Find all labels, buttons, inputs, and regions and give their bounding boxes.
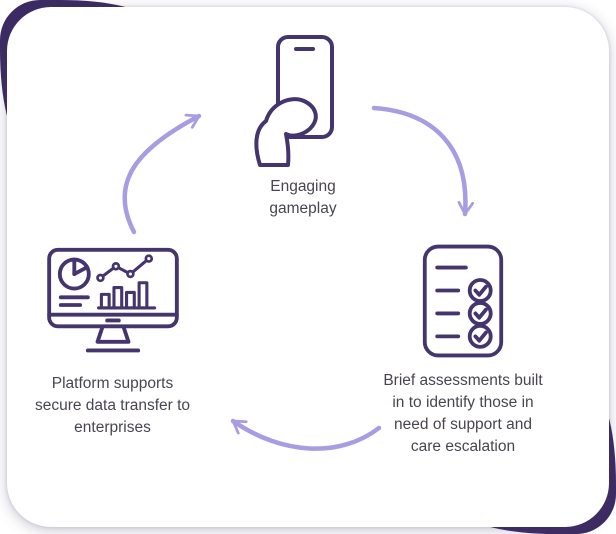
- arrow-platform-to-gameplay: [122, 113, 202, 235]
- check-circle-3: [467, 323, 493, 349]
- card: [7, 7, 609, 527]
- bar-4: [137, 281, 148, 310]
- bar-1: [99, 292, 111, 310]
- monitor-analytics-icon: [46, 247, 179, 353]
- check-circle-1: [467, 278, 493, 303]
- monitor-screen: [46, 247, 179, 329]
- node-platform: Platform supports secure data transfer t…: [10, 246, 215, 439]
- node-label-assessments: Brief assessments built in to identify t…: [383, 372, 543, 455]
- checklist-icon: [422, 244, 504, 358]
- checklist-board: [422, 244, 504, 358]
- trend-dot-2: [111, 262, 120, 271]
- arrow-gameplay-to-assessments: [371, 105, 475, 217]
- holding-hand: [253, 97, 318, 167]
- check-mark-1: [473, 284, 488, 297]
- trend-dot-1: [95, 273, 105, 283]
- check-mark-2: [473, 307, 488, 320]
- check-circle-2: [467, 301, 493, 326]
- node-engaging-gameplay: Engaging gameplay: [213, 32, 393, 220]
- phone-body: [275, 35, 334, 139]
- bar-3: [124, 290, 136, 310]
- phone-in-hand-icon: [253, 35, 334, 167]
- trend-dot-4: [144, 254, 153, 263]
- pie-slice-line-2: [71, 265, 89, 276]
- node-label-engaging-gameplay: Engaging gameplay: [269, 178, 337, 217]
- arrow-assessments-to-platform: [230, 418, 382, 451]
- trend-dot-3: [125, 269, 135, 279]
- trend-line: [98, 257, 150, 280]
- node-assessments: Brief assessments built in to identify t…: [352, 241, 574, 458]
- check-mark-3: [473, 330, 488, 343]
- node-label-platform: Platform supports secure data transfer t…: [34, 375, 191, 436]
- bar-2: [111, 286, 123, 310]
- monitor-stand: [95, 325, 130, 344]
